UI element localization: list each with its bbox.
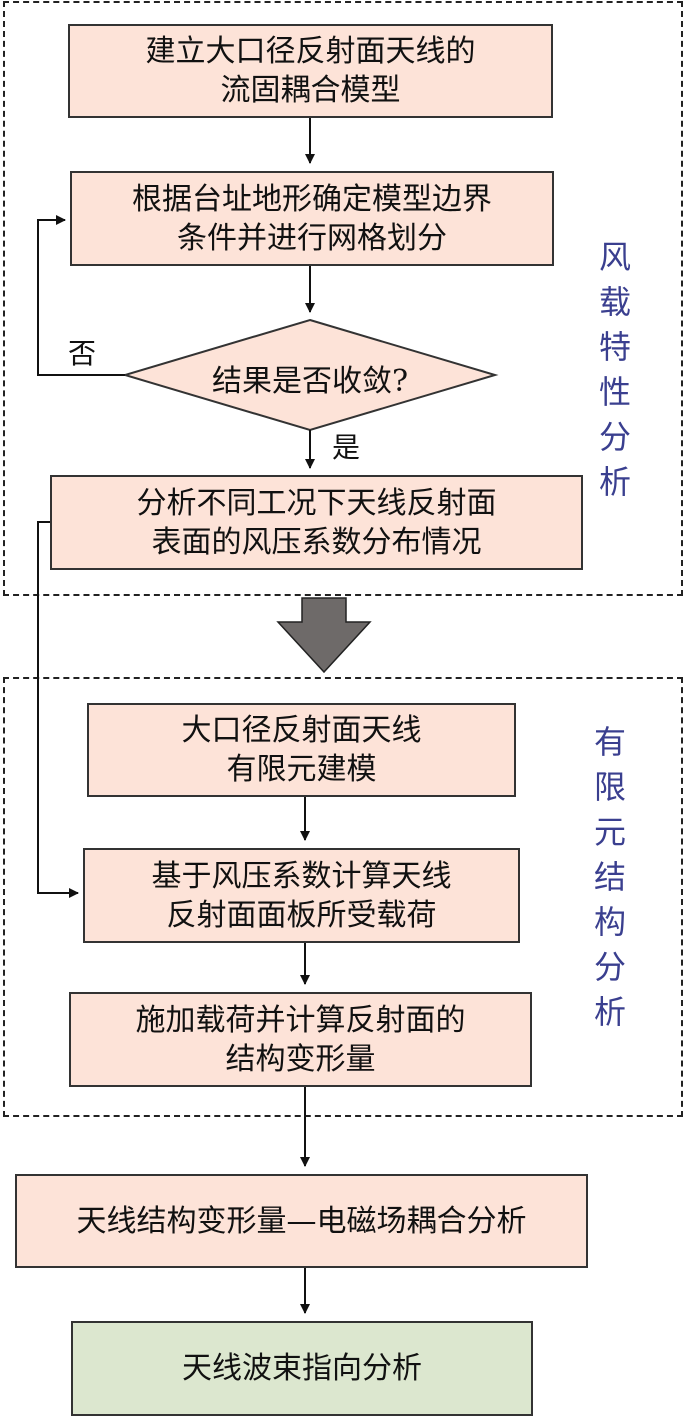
step-beam-pointing: 天线波束指向分析	[71, 1321, 533, 1416]
step-em-coupling: 天线结构变形量—电磁场耦合分析	[15, 1174, 588, 1268]
fem-structure-region	[3, 677, 683, 1117]
big-down-arrow	[276, 597, 372, 674]
step-boundary-and-mesh: 根据台址地形确定模型边界 条件并进行网格划分	[70, 171, 554, 266]
step-build-fsi-model: 建立大口径反射面天线的 流固耦合模型	[68, 24, 553, 118]
step-fem-modeling: 大口径反射面天线 有限元建模	[87, 703, 516, 797]
wind-load-region	[3, 1, 683, 596]
step-deformation-calc: 施加载荷并计算反射面的 结构变形量	[69, 992, 532, 1087]
step-wind-pressure-analysis: 分析不同工况下天线反射面 表面的风压系数分布情况	[50, 475, 583, 570]
arrow-s3-s5	[37, 521, 79, 898]
step-panel-load-calc: 基于风压系数计算天线 反射面面板所受载荷	[83, 848, 520, 943]
decision-converge-text: 结果是否收敛?	[211, 364, 409, 399]
wind-load-label: 风载 特性 分析	[598, 238, 631, 501]
fem-label: 有 限 元 结 构 分 析	[593, 723, 626, 1031]
branch-yes-label: 是	[332, 431, 361, 464]
branch-no-label: 否	[68, 337, 97, 370]
arrow-no-loop	[37, 215, 125, 376]
